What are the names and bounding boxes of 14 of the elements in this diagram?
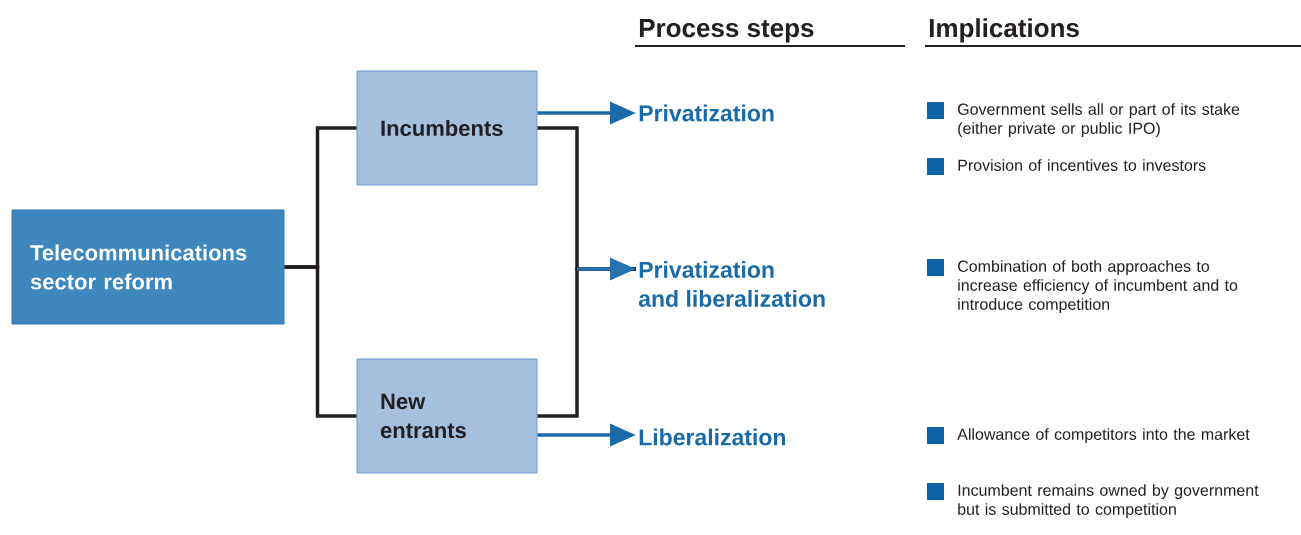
connector-line [284, 265, 357, 418]
step-label: Liberalization [639, 428, 786, 446]
implication-text: Incumbent remains owned by government but is submitted to competition [958, 484, 1259, 519]
implication-text: Provision of incentives to investors [958, 159, 1206, 171]
step-label: Privatization [639, 104, 774, 122]
step-label: Privatization and liberalization [638, 261, 825, 307]
process-box: Incumbents [356, 70, 538, 186]
implication-text: Allowance of competitors into the market [957, 428, 1250, 444]
process-box: Telecommunications sector reform [11, 209, 285, 325]
column-header: Process steps [639, 19, 814, 43]
process-box: New entrants [356, 358, 538, 474]
implication-text: Combination of both approaches to increase efficiency of incumbent and to introduce competition [958, 260, 1238, 314]
implication-text: Government sells all or part of its stake (either private or public IPO) [958, 103, 1240, 138]
column-header: Implications [929, 18, 1079, 43]
